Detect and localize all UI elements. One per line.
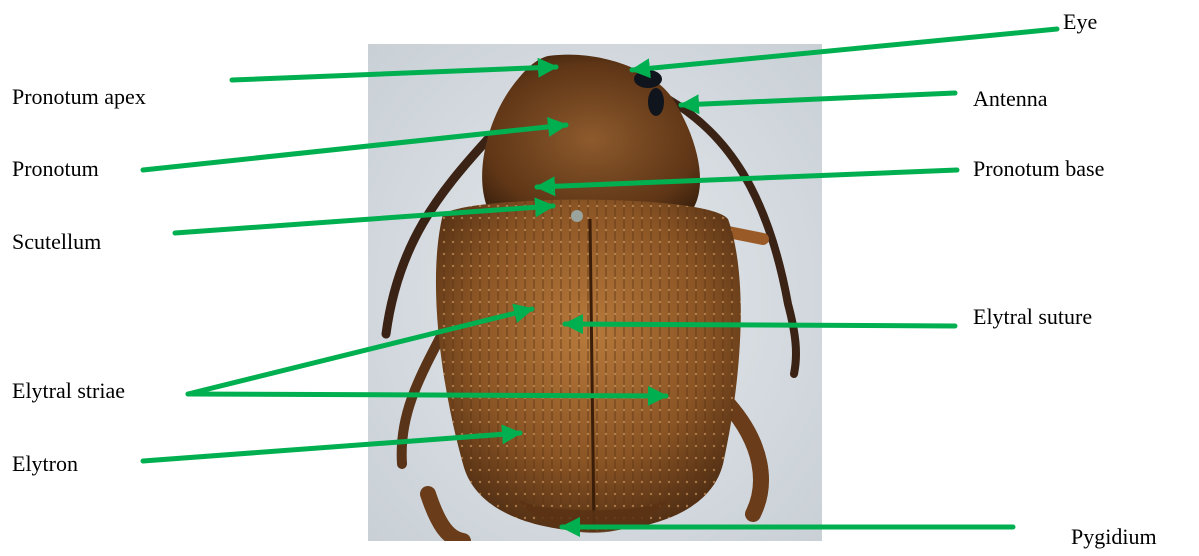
arrow-antenna <box>681 93 955 105</box>
label-scutellum: Scutellum <box>12 229 101 255</box>
label-elytron: Elytron <box>12 451 78 477</box>
arrow-elytral-suture <box>565 324 955 326</box>
arrow-pronotum <box>143 125 566 170</box>
label-elytral-suture: Elytral suture <box>973 304 1092 330</box>
arrow-scutellum <box>175 206 553 233</box>
label-antenna: Antenna <box>973 86 1048 112</box>
label-pronotum-base: Pronotum base <box>973 156 1104 182</box>
label-pronotum-apex: Pronotum apex <box>12 84 146 110</box>
arrow-pronotum-base <box>537 170 957 187</box>
arrow-elytral-striae-lower <box>188 394 666 396</box>
label-pygidium: Pygidium <box>1071 524 1157 550</box>
arrow-elytral-striae-upper <box>188 309 532 394</box>
label-pronotum: Pronotum <box>12 156 99 182</box>
label-elytral-striae: Elytral striae <box>12 378 125 404</box>
arrow-elytron <box>143 433 520 461</box>
arrow-eye <box>632 29 1057 70</box>
arrow-pronotum-apex <box>232 67 556 80</box>
label-eye: Eye <box>1063 9 1097 35</box>
